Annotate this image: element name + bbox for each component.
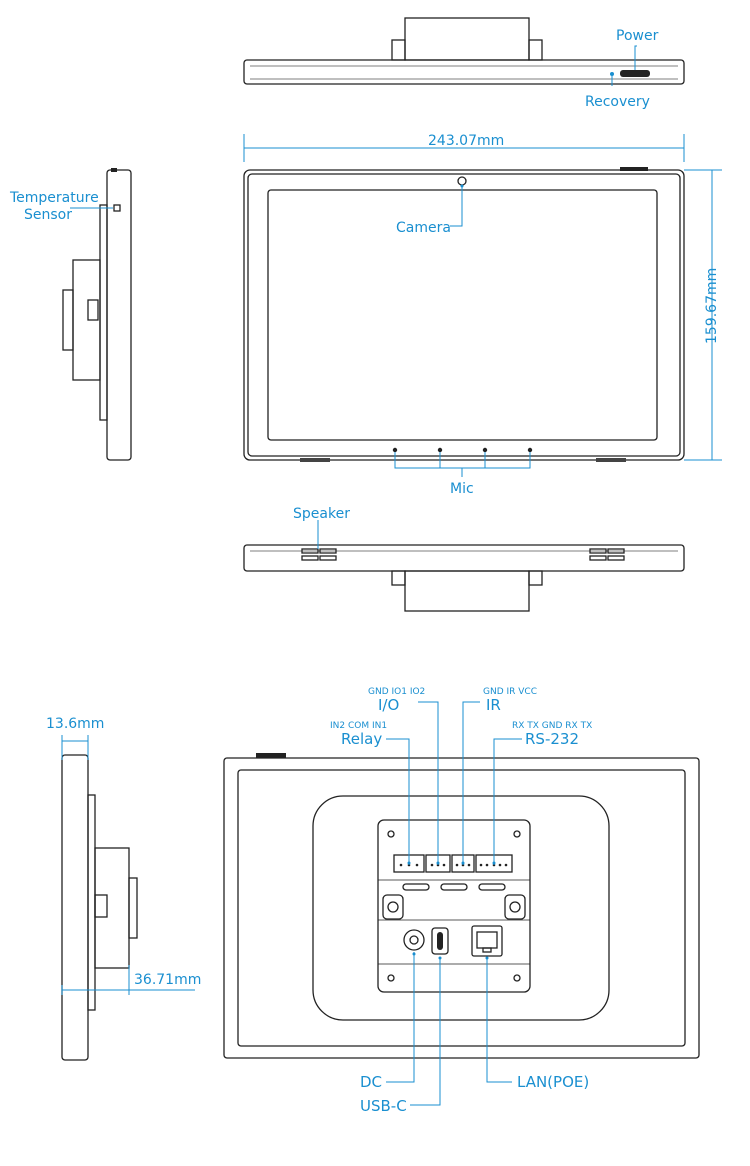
relay-label: Relay <box>341 730 382 748</box>
recovery-hole-icon <box>610 72 614 76</box>
relay-pins-label: IN2 COM IN1 <box>330 721 387 731</box>
io-pins-label: GND IO1 IO2 <box>368 687 425 697</box>
power-button-icon <box>620 70 650 77</box>
camera-icon <box>457 176 467 186</box>
usbc-label: USB-C <box>360 1097 407 1115</box>
ir-pins-label: GND IR VCC <box>483 687 537 697</box>
dc-jack-icon <box>403 929 425 951</box>
lan-label: LAN(POE) <box>517 1073 589 1091</box>
height-dimension-label: 159.67mm <box>704 268 720 344</box>
io-label: I/O <box>378 696 399 714</box>
ir-label: IR <box>486 696 501 714</box>
side-view-top <box>62 168 132 461</box>
back-view <box>223 701 700 1106</box>
power-label: Power <box>616 28 659 44</box>
mic-icon <box>482 447 488 453</box>
rs232-pins-label: RX TX GND RX TX <box>512 721 592 731</box>
height-dimension <box>684 169 722 461</box>
side-view-bottom <box>61 735 195 1061</box>
temperature-sensor-label-line2: Sensor <box>24 207 72 223</box>
width-dimension <box>243 134 685 162</box>
speaker-grille-icon <box>589 548 625 561</box>
mic-icon <box>392 447 398 453</box>
mic-icon <box>527 447 533 453</box>
temperature-sensor-icon <box>113 204 121 212</box>
depth-total-label: 36.71mm <box>134 972 201 988</box>
speaker-label: Speaker <box>293 506 350 522</box>
usb-c-port-icon <box>431 927 449 955</box>
mic-label: Mic <box>450 481 474 497</box>
rs232-label: RS-232 <box>525 730 579 748</box>
front-view <box>243 167 685 477</box>
lan-port-icon <box>471 925 503 957</box>
bottom-view <box>243 520 685 612</box>
mic-icon <box>437 447 443 453</box>
recovery-label: Recovery <box>585 94 650 110</box>
speaker-grille-icon <box>301 548 337 561</box>
temperature-sensor-label-line1: Temperature <box>9 190 99 206</box>
dc-label: DC <box>360 1073 382 1091</box>
camera-label: Camera <box>396 220 451 236</box>
depth-front-label: 13.6mm <box>46 716 104 732</box>
top-view <box>243 17 685 86</box>
width-dimension-label: 243.07mm <box>428 133 504 149</box>
